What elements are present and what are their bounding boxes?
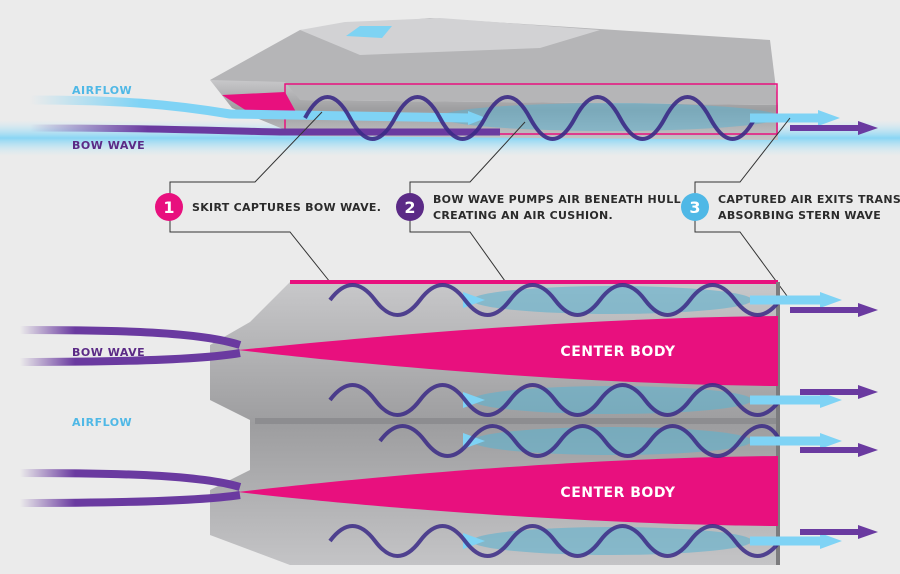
airflow-arrow-side <box>29 95 471 123</box>
air-cushion-plan <box>472 427 752 455</box>
exit-airflow-arrowhead-plan <box>820 292 842 308</box>
bow-wave-arrow-plan <box>19 491 241 507</box>
air-cushion-chamber <box>284 83 778 135</box>
exit-airflow-arrowhead-plan <box>820 392 842 408</box>
transom-edge <box>776 282 780 565</box>
callout-2-badge <box>396 193 424 221</box>
airflow-arrowhead-side <box>468 111 486 125</box>
exit-airflow-arrowhead-side <box>818 110 840 126</box>
boat-windshield <box>346 26 392 38</box>
callout-2-number: 2 <box>404 198 415 217</box>
vortex-side <box>303 95 757 141</box>
bow-wave-arrow-side <box>29 124 500 136</box>
callout-1-text: SKIRT CAPTURES BOW WAVE. <box>192 201 381 214</box>
bow-wave-label-top: BOW WAVE <box>72 139 145 152</box>
hull-divider <box>255 418 778 424</box>
bow-wave-arrows-plan <box>19 326 242 507</box>
plan-view: CENTER BODY CENTER BODY <box>19 280 878 565</box>
vortices-plan <box>328 283 782 558</box>
center-body-1 <box>238 316 778 386</box>
callout-3-text-line-2: ABSORBING STERN WAVE <box>718 209 881 222</box>
exit-airflow-arrowhead-plan <box>820 533 842 549</box>
airflow-label-top: AIRFLOW <box>72 84 132 97</box>
callout-3: 3 CAPTURED AIR EXITS TRANSOM ABSORBING S… <box>681 193 900 222</box>
airflow-label-plan: AIRFLOW <box>72 416 132 429</box>
callouts: 1 SKIRT CAPTURES BOW WAVE. 2 BOW WAVE PU… <box>155 111 900 303</box>
bow-wave-label-plan: BOW WAVE <box>72 346 145 359</box>
callout-1-badge <box>155 193 183 221</box>
callout-3-number: 3 <box>689 198 700 217</box>
center-body-1-label: CENTER BODY <box>560 344 675 360</box>
center-body-2 <box>238 456 778 526</box>
callout-2-text-line-2: CREATING AN AIR CUSHION. <box>433 209 613 222</box>
vortex-plan <box>328 524 782 558</box>
exit-bow-wave-arrowhead-plan <box>858 443 878 457</box>
bow-wave-arrow-plan <box>19 326 242 349</box>
vortex-plan <box>328 383 782 417</box>
exit-bow-wave-arrowhead-plan <box>858 525 878 539</box>
exit-arrows-plan <box>750 292 878 549</box>
vortex-plan <box>378 424 782 458</box>
vortex-plan <box>328 283 782 317</box>
callout-3-badge <box>681 193 709 221</box>
callout-2-text-line-1: BOW WAVE PUMPS AIR BENEATH HULL <box>433 193 681 206</box>
side-view: AIRFLOW BOW WAVE <box>0 18 900 156</box>
callout-3-text-line-1: CAPTURED AIR EXITS TRANSOM <box>718 193 900 206</box>
exit-bow-wave-arrowhead-plan <box>858 385 878 399</box>
exit-airflow-arrowhead-plan <box>820 433 842 449</box>
magenta-rail-top <box>290 280 778 284</box>
center-body-2-label: CENTER BODY <box>560 485 675 501</box>
exit-bow-wave-arrowhead-side <box>858 121 878 135</box>
callout-1-number: 1 <box>163 198 174 217</box>
bow-wave-arrow-plan <box>19 469 242 491</box>
callout-2: 2 BOW WAVE PUMPS AIR BENEATH HULL CREATI… <box>396 193 681 222</box>
exit-bow-wave-arrowhead-plan <box>858 303 878 317</box>
callout-1: 1 SKIRT CAPTURES BOW WAVE. <box>155 193 381 221</box>
bow-wave-arrow-plan <box>19 349 241 366</box>
